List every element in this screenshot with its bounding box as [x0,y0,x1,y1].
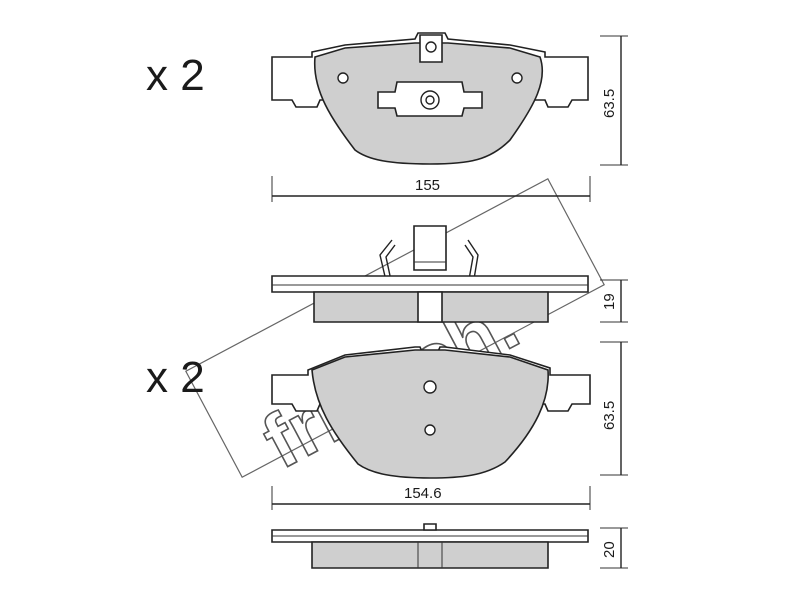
bottom-width-label: 154.6 [404,485,442,502]
bottom-pad-face [271,346,591,479]
top-height-dimension: 63.5 [600,35,628,166]
top-side-center-tab [417,291,443,323]
top-pad-face [271,32,589,165]
bottom-side-tab [423,523,437,531]
top-side-plate [271,275,589,293]
bottom-thickness-dimension: 20 [600,527,628,569]
top-height-label: 63.5 [601,89,618,118]
bottom-quantity-label: x 2 [146,353,205,402]
top-quantity-label: x 2 [146,51,205,100]
bottom-hole-top [423,380,437,394]
top-side-sensor [413,225,447,271]
top-thickness-label: 19 [601,293,618,310]
bottom-side-friction [311,541,549,569]
top-tab-hole [425,41,437,53]
bottom-height-label: 63.5 [601,401,618,430]
top-side-clip-right [467,239,479,286]
top-hole-left [337,72,349,84]
top-thickness-dimension: 19 [600,279,628,323]
top-pad-side [271,225,589,323]
top-width-dimension: 155 [271,176,591,202]
bottom-width-dimension: 154.6 [271,485,591,510]
top-sensor-hole-inner [425,95,435,105]
bottom-thickness-label: 20 [601,541,618,558]
top-width-label: 155 [415,177,440,194]
top-side-clip-left [379,239,393,286]
bottom-height-dimension: 63.5 [600,341,628,476]
bottom-hole-center [424,424,436,436]
bottom-friction-material [311,349,549,479]
bottom-pad-side [271,523,589,569]
top-hole-right [511,72,523,84]
